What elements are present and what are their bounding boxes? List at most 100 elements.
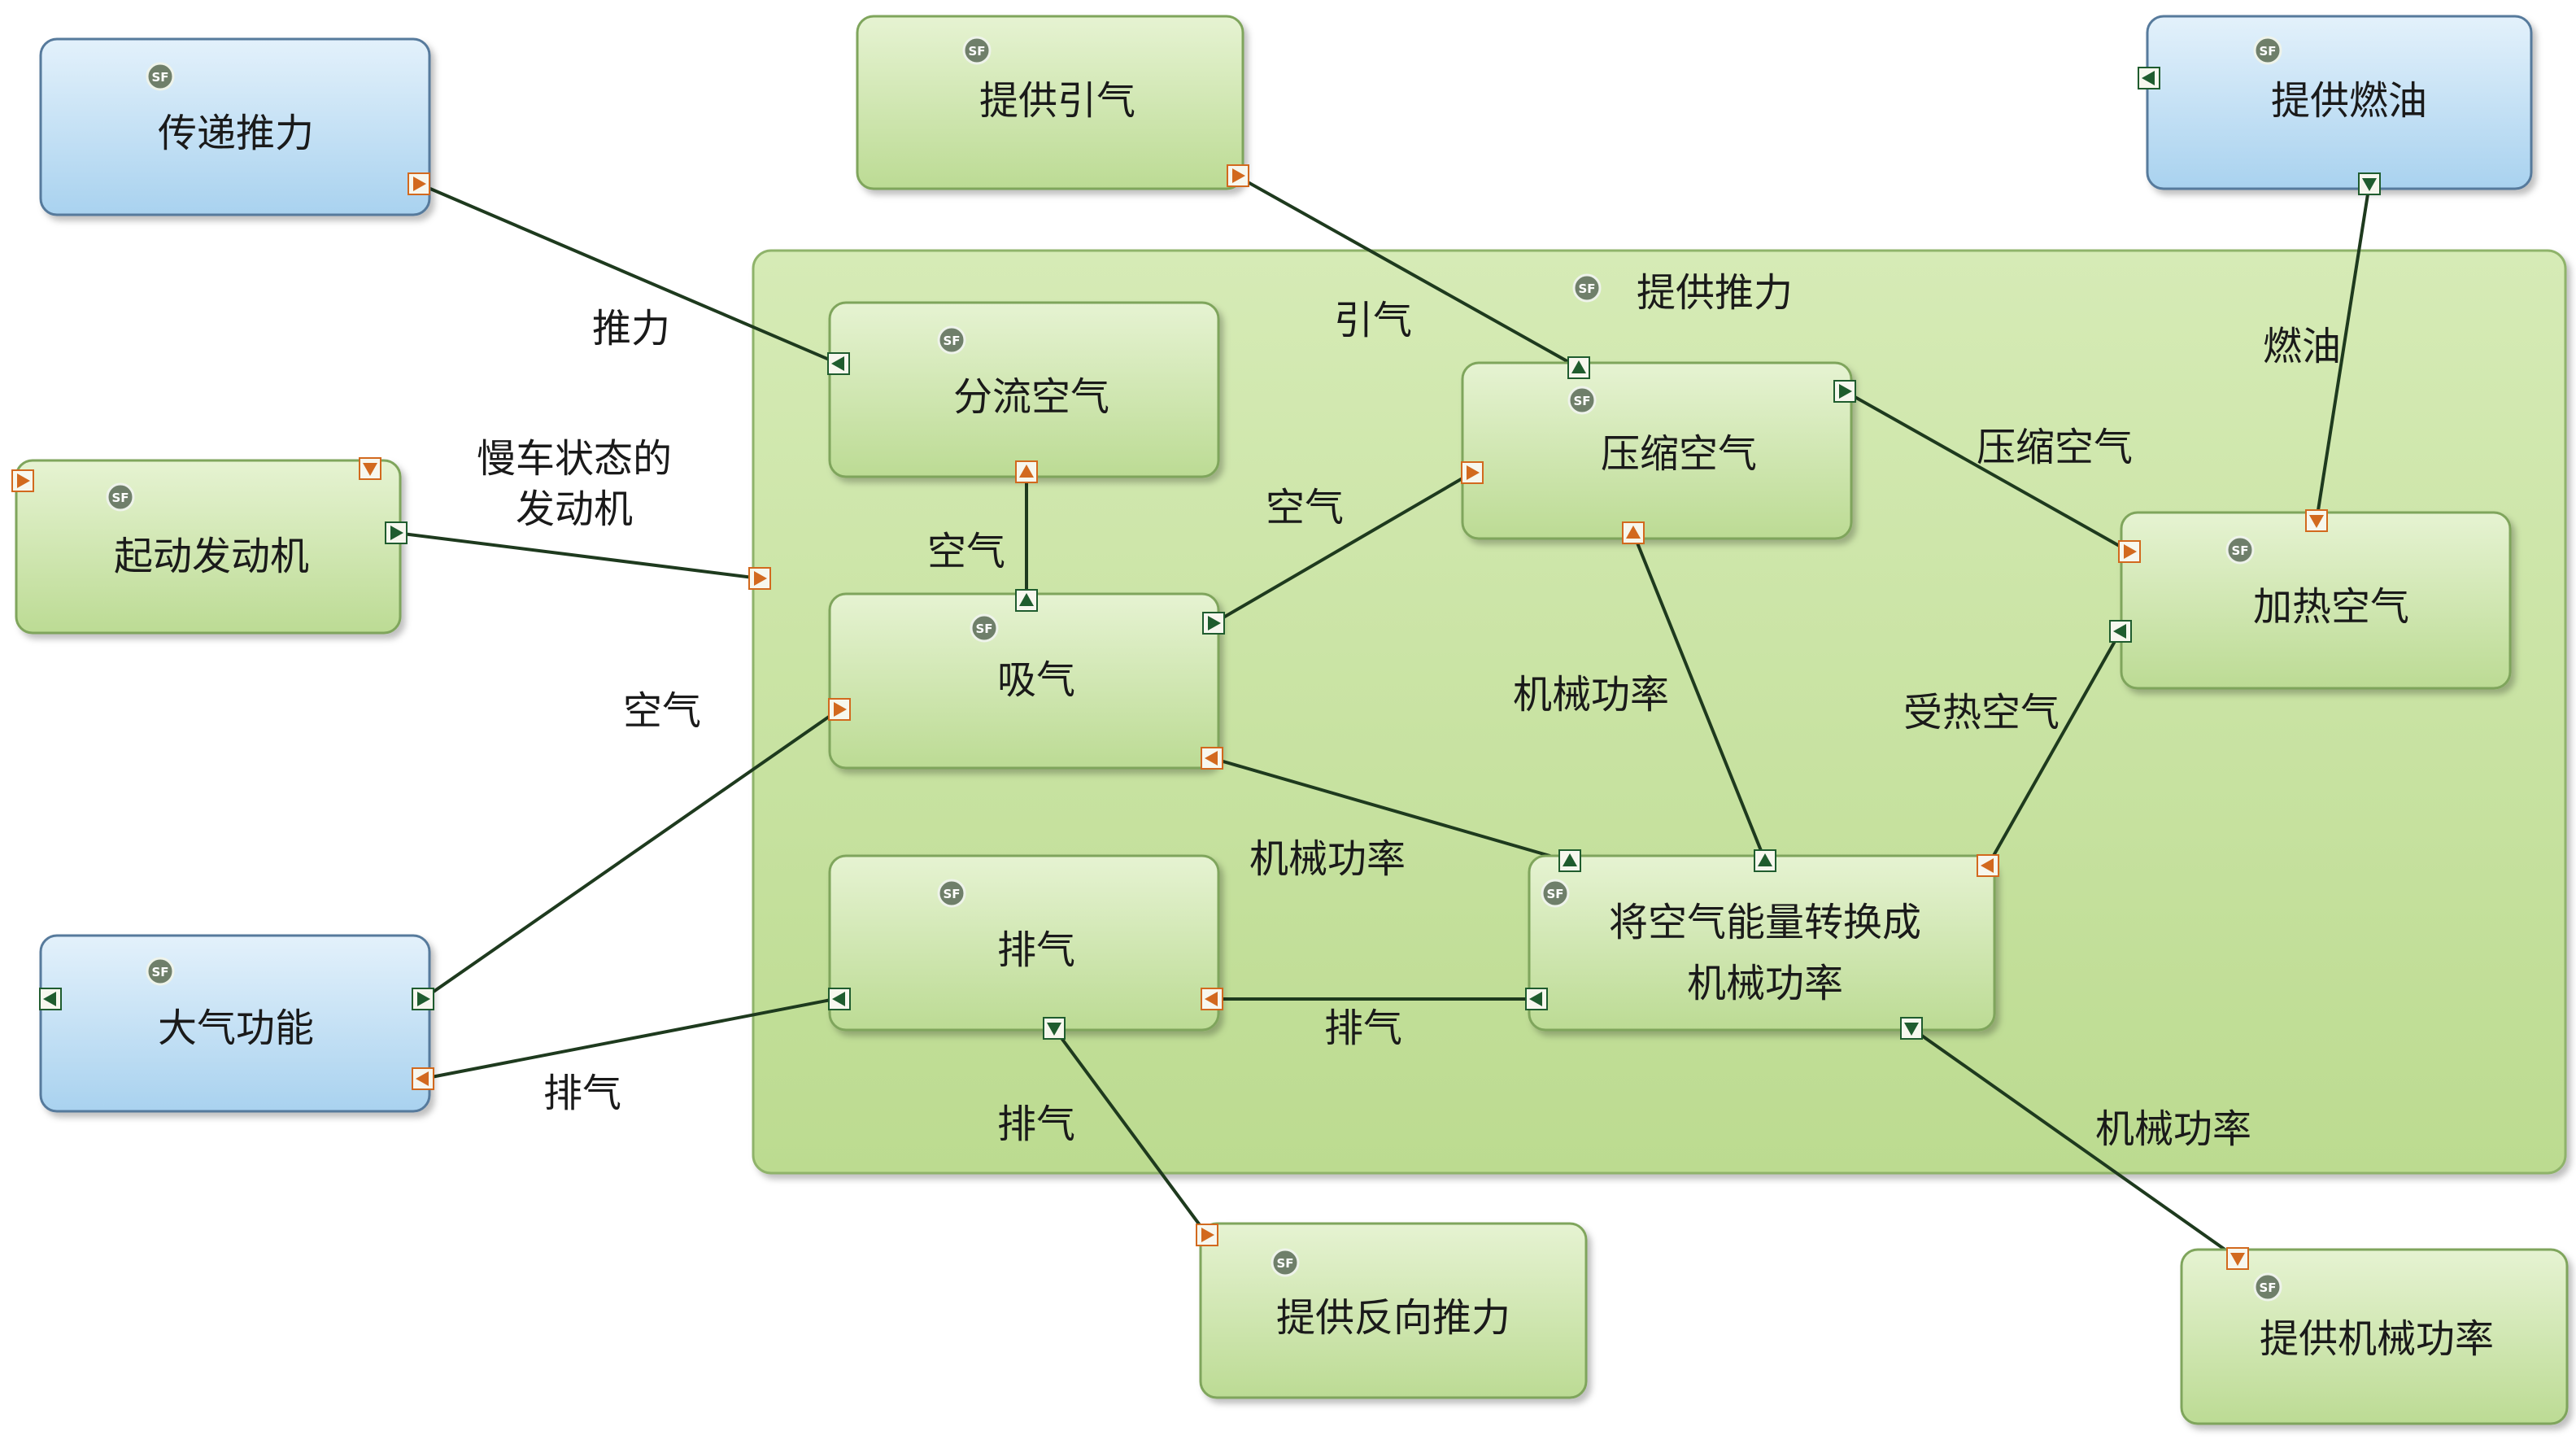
edge-power-out xyxy=(1910,1027,2239,1260)
sf-badge-icon: SF xyxy=(146,957,175,986)
port-arrow-icon xyxy=(2124,544,2137,559)
port-arrow-icon xyxy=(2309,515,2324,528)
edge-label-exhaust-inner: 排气 xyxy=(1324,1006,1402,1051)
port-arrow-icon xyxy=(1563,853,1577,866)
svg-text:SF: SF xyxy=(151,965,168,979)
port-arrow-icon xyxy=(390,526,403,540)
edge-thrust xyxy=(418,182,839,365)
connectors xyxy=(395,174,2371,1260)
port-arrow-icon xyxy=(1205,992,1218,1006)
port-arrow-icon xyxy=(1571,360,1586,373)
node-compress-air[interactable]: SF 压缩空气 xyxy=(1461,361,1853,540)
edge-power-intake xyxy=(1211,757,1567,862)
sf-badge-icon: SF xyxy=(1541,879,1570,908)
svg-text:SF: SF xyxy=(2259,1280,2276,1295)
port-arrow-icon xyxy=(416,1071,429,1086)
port-arrow-icon xyxy=(1019,465,1034,478)
edge-label-idle-engine-1: 慢车状态的 xyxy=(477,436,672,482)
sf-badge-icon: SF xyxy=(1271,1248,1300,1277)
node-atmosphere[interactable]: SF 大气功能 xyxy=(39,934,431,1113)
node-label: 提供燃油 xyxy=(2271,78,2427,124)
node-convert-energy[interactable]: SF 将空气能量转换成 机械功率 xyxy=(1528,854,1996,1032)
edge-fuel xyxy=(2315,183,2371,521)
node-provide-bleed[interactable]: SF 提供引气 xyxy=(856,15,1244,190)
node-label: 排气 xyxy=(997,927,1075,973)
edge-power-compress xyxy=(1632,532,1767,862)
svg-text:SF: SF xyxy=(975,622,992,636)
port-arrow-icon xyxy=(754,571,767,586)
port-arrow-icon xyxy=(1529,992,1542,1006)
sf-badge-icon: SF xyxy=(2253,36,2282,65)
port-arrow-icon xyxy=(2142,71,2155,85)
node-label: 起动发动机 xyxy=(114,534,309,579)
edge-idle-engine xyxy=(395,531,761,580)
port-arrow-icon xyxy=(2113,624,2126,639)
node-intake[interactable]: SF 吸气 xyxy=(828,592,1220,770)
container-label: 提供推力 xyxy=(1637,270,1793,316)
port-arrow-icon xyxy=(1205,751,1218,766)
sf-badge-icon: SF xyxy=(106,482,135,512)
node-label: 传递推力 xyxy=(158,111,314,156)
sf-badge-icon: SF xyxy=(962,36,992,65)
port-arrow-icon xyxy=(1758,853,1772,866)
edge-label-air-atmosphere: 空气 xyxy=(623,688,701,734)
edge-label-power-out: 机械功率 xyxy=(2095,1106,2251,1152)
port-arrow-icon xyxy=(1019,593,1034,606)
port-arrow-icon xyxy=(413,177,426,191)
edge-label-bleed: 引气 xyxy=(1334,298,1412,343)
port-arrow-icon xyxy=(834,702,847,717)
sf-badge-icon: SF xyxy=(937,879,966,908)
port-arrow-icon xyxy=(1467,465,1480,480)
node-label: 加热空气 xyxy=(2253,584,2409,630)
node-mechanical-power-out[interactable]: SF 提供机械功率 xyxy=(2180,1248,2569,1425)
edge-air-compress xyxy=(1212,471,1474,625)
sf-badge-icon: SF xyxy=(2253,1272,2282,1302)
edge-label-air-compress: 空气 xyxy=(1266,485,1344,530)
svg-text:SF: SF xyxy=(943,334,960,348)
edge-compressed-heat xyxy=(1844,390,2130,553)
node-label: 大气功能 xyxy=(158,1006,314,1051)
sf-badge-icon: SF xyxy=(2225,535,2255,565)
edge-label-exhaust-reverse: 排气 xyxy=(997,1102,1075,1147)
port-arrow-icon xyxy=(1839,384,1852,399)
node-label: 提供机械功率 xyxy=(2260,1316,2494,1362)
port-arrow-icon xyxy=(417,992,430,1006)
edge-exhaust-reverse xyxy=(1053,1027,1209,1237)
sf-badge-icon: SF xyxy=(1567,386,1597,415)
node-start-engine[interactable]: SF 起动发动机 xyxy=(15,459,402,635)
edge-label-power-compress: 机械功率 xyxy=(1513,672,1669,718)
node-heat-air[interactable]: SF 加热空气 xyxy=(2120,511,2512,690)
node-exhaust[interactable]: SF 排气 xyxy=(828,854,1220,1032)
node-reverse-thrust[interactable]: SF 提供反向推力 xyxy=(1199,1222,1588,1399)
svg-text:SF: SF xyxy=(968,44,985,59)
node-split-air[interactable]: SF 分流空气 xyxy=(828,301,1220,478)
edge-bleed-air xyxy=(1236,174,1580,369)
edge-label-exhaust-atmosphere: 排气 xyxy=(543,1071,621,1116)
svg-text:SF: SF xyxy=(1573,394,1590,408)
edge-label-heated-air: 受热空气 xyxy=(1903,690,2059,735)
port-arrow-icon xyxy=(1208,616,1221,630)
port-arrow-icon xyxy=(1626,526,1641,539)
port-arrow-icon xyxy=(2230,1253,2245,1266)
node-label-line1: 将空气能量转换成 xyxy=(1609,900,1921,945)
svg-text:SF: SF xyxy=(151,70,168,85)
ports xyxy=(11,67,2381,1270)
edge-label-air-split: 空气 xyxy=(927,529,1005,574)
edge-heated-air xyxy=(1986,630,2122,866)
svg-text:SF: SF xyxy=(1578,281,1595,296)
port-arrow-icon xyxy=(43,992,56,1006)
port-arrow-icon xyxy=(2362,178,2377,191)
svg-text:SF: SF xyxy=(2259,44,2276,59)
edge-label-idle-engine-2: 发动机 xyxy=(516,486,633,532)
edge-label-thrust: 推力 xyxy=(592,306,670,351)
port-arrow-icon xyxy=(1232,168,1245,183)
node-provide-fuel[interactable]: SF 提供燃油 xyxy=(2146,15,2533,190)
port-arrow-icon xyxy=(831,356,844,371)
node-label-line2: 机械功率 xyxy=(1687,961,1843,1006)
edge-label-power-intake: 机械功率 xyxy=(1249,836,1406,882)
container-title: SF 提供推力 xyxy=(1572,270,1793,316)
sf-badge-icon: SF xyxy=(937,325,966,355)
node-transfer-thrust[interactable]: SF 传递推力 xyxy=(39,37,431,216)
svg-text:SF: SF xyxy=(943,887,960,901)
